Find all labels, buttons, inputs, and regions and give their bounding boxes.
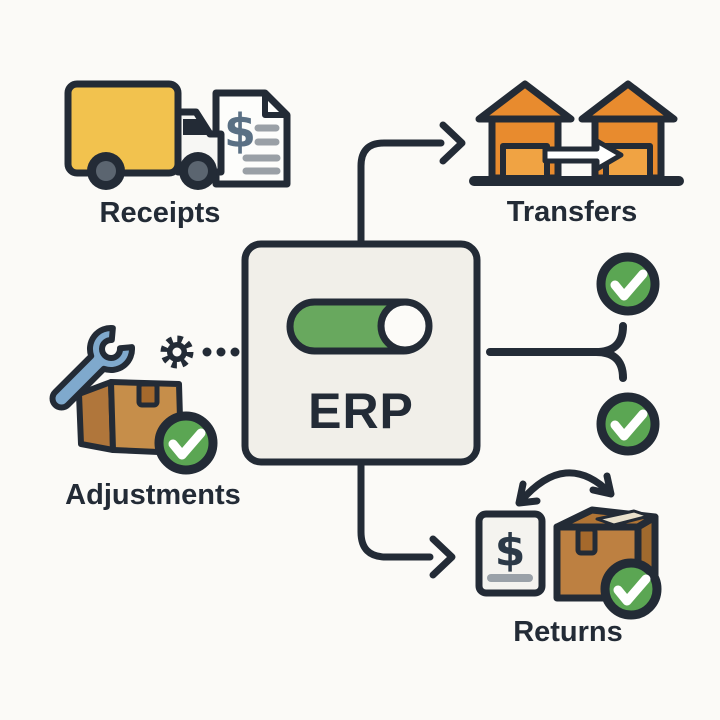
transfer-arrow-icon bbox=[542, 138, 624, 172]
returns-label: Returns bbox=[513, 616, 623, 648]
truck-icon bbox=[64, 80, 225, 190]
dotted-connector-adjustments-erp bbox=[202, 347, 240, 357]
arrow-erp-to-transfers bbox=[357, 121, 466, 247]
arrowhead-right-icon bbox=[439, 121, 466, 165]
curved-exchange-arrow-icon bbox=[515, 469, 615, 507]
refund-invoice-icon: $ bbox=[475, 510, 546, 597]
wrench-icon bbox=[49, 325, 135, 411]
receipts-icon: $ bbox=[64, 80, 291, 190]
arrowhead-right-icon bbox=[429, 535, 456, 579]
adjustments-label: Adjustments bbox=[65, 479, 241, 511]
transfers-icon bbox=[469, 80, 684, 186]
returns-icon: $ bbox=[475, 469, 662, 620]
erp-label: ERP bbox=[308, 383, 414, 439]
check-circle-icon bbox=[596, 252, 660, 316]
transfers-label: Transfers bbox=[506, 196, 638, 228]
check-circle-icon bbox=[600, 558, 662, 620]
warehouse-left-icon bbox=[475, 80, 575, 182]
check-circle-icon bbox=[154, 411, 218, 475]
toggle-switch bbox=[286, 298, 433, 355]
erp-box bbox=[241, 240, 481, 466]
receipts-label: Receipts bbox=[99, 197, 221, 229]
arrow-erp-to-returns bbox=[357, 458, 456, 579]
adjustments-icon bbox=[49, 325, 218, 475]
forked-connector-erp-right bbox=[486, 322, 627, 382]
dollar-sign-icon: $ bbox=[224, 104, 256, 158]
check-circle-icon bbox=[596, 392, 660, 456]
dollar-sign-icon: $ bbox=[495, 525, 526, 576]
toggle-knob bbox=[377, 298, 433, 354]
invoice-icon: $ bbox=[212, 89, 291, 188]
gear-icon bbox=[160, 335, 194, 369]
